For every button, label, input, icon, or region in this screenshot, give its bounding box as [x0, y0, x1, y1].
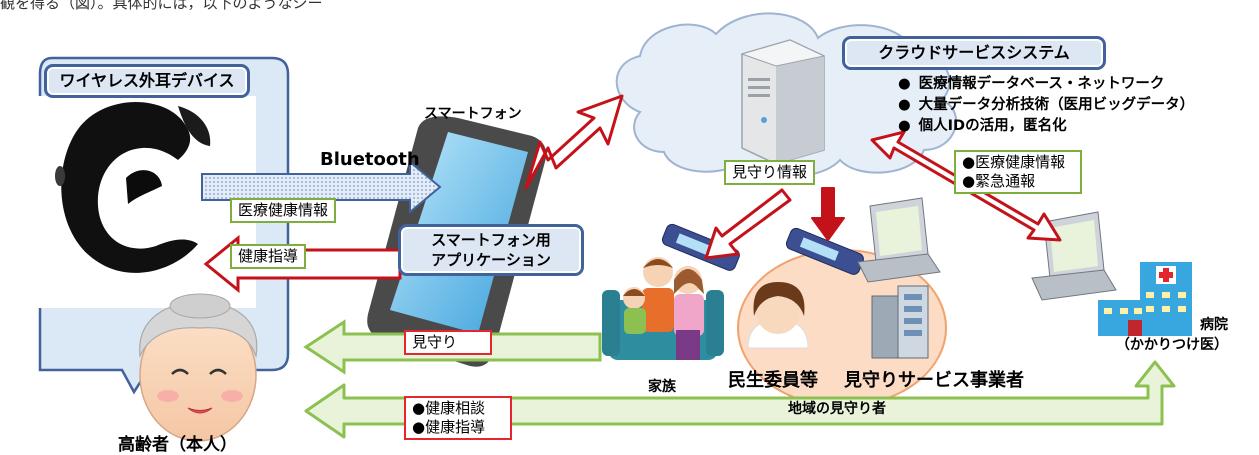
hospital-label-line-1: 病院 [1200, 317, 1228, 333]
smartphone-label: スマートフォン [424, 106, 522, 122]
cloud-bullet: 大量データ分析技術（医用ビッグデータ） [898, 95, 1195, 116]
top-caption: 観を得る（図）。具体的には，以下のようなシー [0, 0, 323, 12]
bluetooth-label: Bluetooth [320, 149, 420, 170]
server-image [740, 39, 826, 165]
hospital-label-line-2: （かかりつけ医） [1115, 337, 1228, 353]
elderly-label: 高齢者（本人） [118, 435, 237, 455]
consult-line-1: ●健康相談 [412, 399, 486, 417]
health-guidance-box: 健康指導 [230, 244, 307, 269]
hospital-send-box: ●医療健康情報 ●緊急通報 [954, 150, 1082, 194]
consult-box: ●健康相談 ●健康指導 [404, 396, 512, 440]
hospital-image [1098, 262, 1192, 336]
device-label: ワイヤレス外耳デバイス [44, 64, 250, 98]
laptop-community-icon [857, 197, 941, 283]
elderly-person-image [139, 293, 258, 442]
hospital-send-line-2: ●緊急通報 [962, 172, 1036, 190]
family-label: 家族 [648, 379, 676, 395]
cloud-family-arrow [704, 188, 792, 260]
family-image [602, 257, 724, 360]
watch-info-box: 見守り情報 [724, 160, 816, 185]
welfare-commissioner-image [747, 282, 809, 349]
laptop-hospital-icon [1031, 211, 1117, 301]
consultation-arrow [304, 360, 1176, 439]
hospital-send-line-1: ●医療健康情報 [962, 153, 1066, 171]
app-box-line-2: アプリケーション [431, 251, 551, 269]
cloud-bullet: 医療情報データベース・ネットワーク [898, 74, 1194, 95]
phone-cloud-arrow [524, 94, 624, 190]
medical-info-box: 医療健康情報 [230, 198, 337, 223]
cloud-community-arrow [811, 187, 845, 241]
watch-box: 見守り [404, 330, 492, 355]
cloud-bullets: 医療情報データベース・ネットワーク 大量データ分析技術（医用ビッグデータ） 個人… [898, 74, 1195, 137]
cloud-title: クラウドサービスシステム [842, 36, 1106, 70]
app-box-line-1: スマートフォン用 [431, 231, 551, 249]
mobile-phone-family-icon [661, 223, 740, 271]
office-building-image [871, 285, 929, 359]
welfare-label: 民生委員等 [728, 370, 818, 391]
cloud-bullet: 個人IDの活用，匿名化 [898, 116, 1194, 137]
watch-service-label: 見守りサービス事業者 [844, 370, 1024, 391]
hospital-label: 病院 （かかりつけ医） [1110, 314, 1228, 354]
app-box: スマートフォン用 アプリケーション [398, 224, 584, 276]
consult-line-2: ●健康指導 [412, 418, 486, 436]
community-label: 地域の見守り者 [788, 401, 886, 417]
